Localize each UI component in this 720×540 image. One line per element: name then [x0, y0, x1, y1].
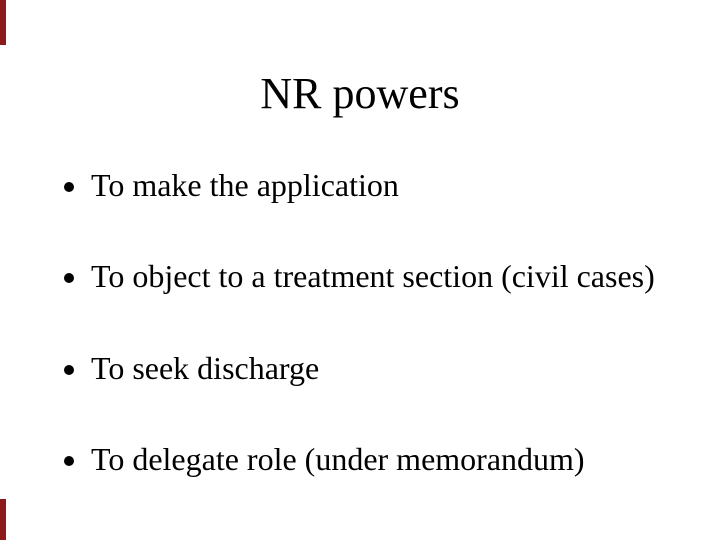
bullet-text: To seek discharge	[91, 350, 320, 386]
bullet-row: To object to a treatment section (civil …	[63, 256, 703, 296]
bullet-row: To delegate role (under memorandum)	[63, 439, 703, 479]
slide-border-fragment-bottom	[0, 499, 6, 540]
bullet-text: To object to a treatment section (civil …	[91, 258, 655, 294]
bullet-dot-icon	[64, 456, 74, 466]
slide-border-fragment-top	[0, 0, 6, 45]
bullet-dot-icon	[64, 182, 74, 192]
bullet-text: To make the application	[91, 167, 399, 203]
bullet-dot-icon	[64, 365, 74, 375]
bullet-row: To seek discharge	[63, 348, 703, 388]
bullet-text: To delegate role (under memorandum)	[91, 441, 585, 477]
bullet-row: To make the application	[63, 165, 703, 205]
slide-title: NR powers	[260, 69, 460, 118]
bullet-dot-icon	[64, 273, 74, 283]
